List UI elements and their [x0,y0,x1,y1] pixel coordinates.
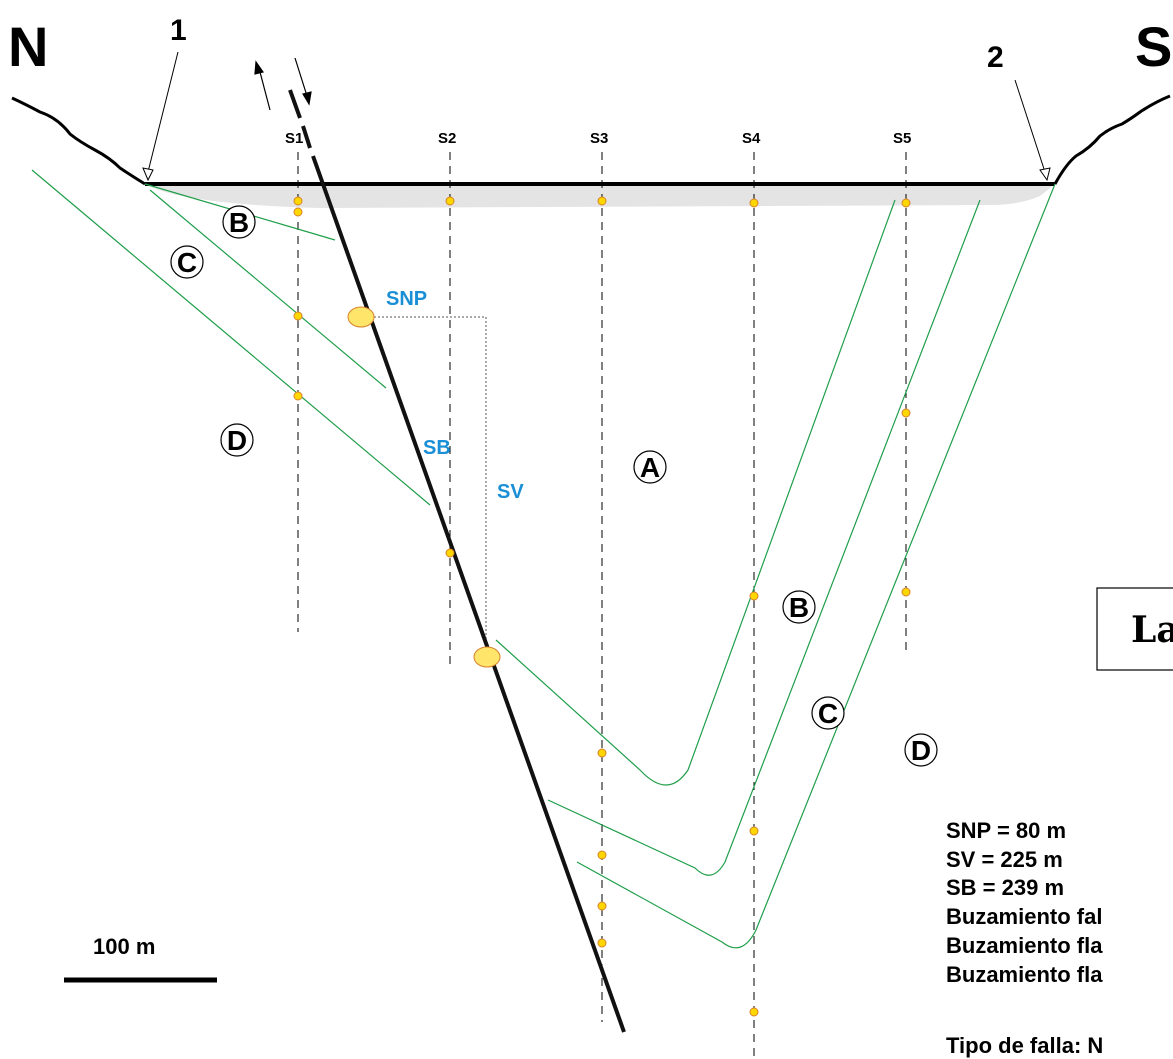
terrain-right [1053,94,1171,185]
result-line: SB = 239 m [946,875,1064,900]
unit-label: A [640,452,660,483]
result-line: Buzamiento fal [946,904,1102,929]
contact-bc [547,199,981,876]
unit-label: D [911,735,931,766]
unit-label: D [227,425,247,456]
callout-2-arrow [1014,79,1051,182]
fault-motion-arrows [254,57,312,111]
unit-marker: D [904,733,938,767]
callout-1-arrow [142,51,179,182]
well-label: S5 [893,130,911,147]
result-line: Tipo de falla: N [946,1033,1103,1058]
callout-1-label: 1 [170,14,187,47]
contact-cd-north [31,169,431,506]
unit-label: C [818,698,838,729]
result-line: SNP = 80 m [946,818,1066,843]
snp-label: SNP [386,288,427,310]
throw-measurement-lines [362,316,487,657]
fault-line [288,89,626,1033]
unit-label: C [177,247,197,278]
unit-marker: D [220,423,254,457]
well-label: S2 [438,130,456,147]
result-line: Buzamiento fla [946,962,1103,987]
north-label: N [8,15,48,78]
lake-body [145,184,1055,208]
sv-label: SV [497,481,524,503]
sb-label: SB [423,437,451,459]
terrain-left [11,96,146,186]
contact-points [293,196,911,1017]
well-label: S3 [590,130,608,147]
contact-ab [495,199,896,786]
unit-marker: A [633,450,667,484]
fault-contact-marker [473,646,501,668]
contact-cd [576,183,1056,949]
fault-contact-marker [347,306,375,328]
well-label: S1 [285,130,303,147]
south-label: S [1135,15,1172,78]
result-line: SV = 225 m [946,847,1063,872]
unit-label: B [789,592,809,623]
contact-bc-north-lower [149,189,387,389]
unit-marker: B [782,590,816,624]
well-label: S4 [742,130,761,147]
callout-2-label: 2 [987,41,1004,74]
results-block: SNP = 80 m SV = 225 m SB = 239 m Buzamie… [946,818,1103,1058]
result-line: Buzamiento fla [946,933,1103,958]
unit-marker: B [222,205,256,239]
scale-bar-label: 100 m [93,934,155,959]
unit-marker: C [170,245,204,279]
title-box [1096,587,1173,671]
unit-label: B [229,207,249,238]
unit-marker: C [811,696,845,730]
title-box-text: La [1131,609,1173,651]
